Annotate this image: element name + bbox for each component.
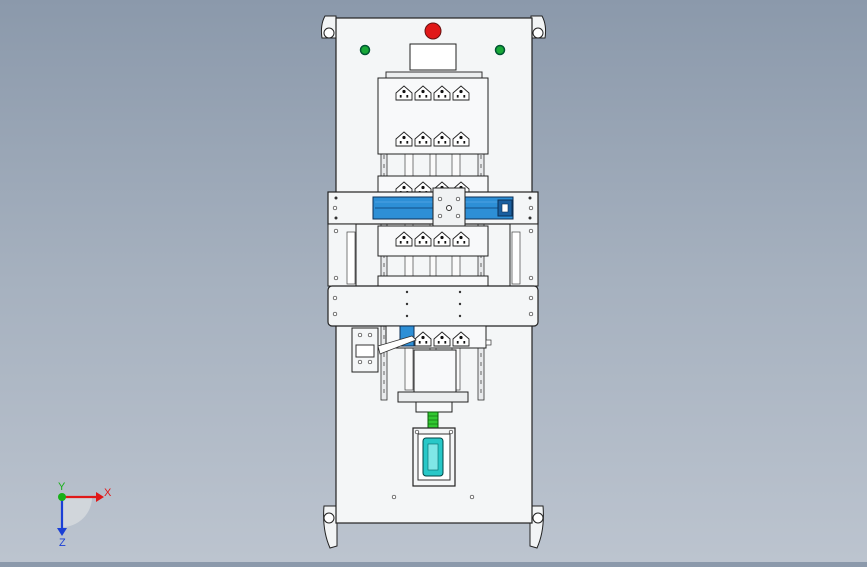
caster-top-right: [530, 15, 547, 39]
upper-socket-block[interactable]: [377, 71, 489, 155]
emergency-stop-button[interactable]: [424, 22, 442, 40]
drive-motor[interactable]: [412, 427, 456, 487]
caster-bottom-left: [323, 505, 338, 549]
middle-socket-block[interactable]: [377, 225, 489, 287]
axis-x-label: X: [104, 487, 112, 499]
caster-top-left: [320, 15, 337, 39]
clamp-bracket[interactable]: [351, 327, 417, 373]
linear-actuator[interactable]: [372, 187, 514, 229]
lift-carriage: [397, 349, 469, 413]
display-window[interactable]: [409, 43, 457, 71]
axis-y-label: Y: [58, 481, 66, 493]
y-axis-dot: [58, 493, 66, 501]
indicator-light-left[interactable]: [359, 44, 371, 56]
middle-frame: [327, 223, 539, 287]
axis-triad: X Y Z: [57, 481, 112, 549]
indicator-light-right[interactable]: [494, 44, 506, 56]
caster-bottom-right: [529, 505, 544, 549]
shaft-coupling: [427, 411, 439, 429]
axis-z-label: Z: [59, 537, 66, 549]
lower-crossbar[interactable]: [327, 285, 539, 327]
